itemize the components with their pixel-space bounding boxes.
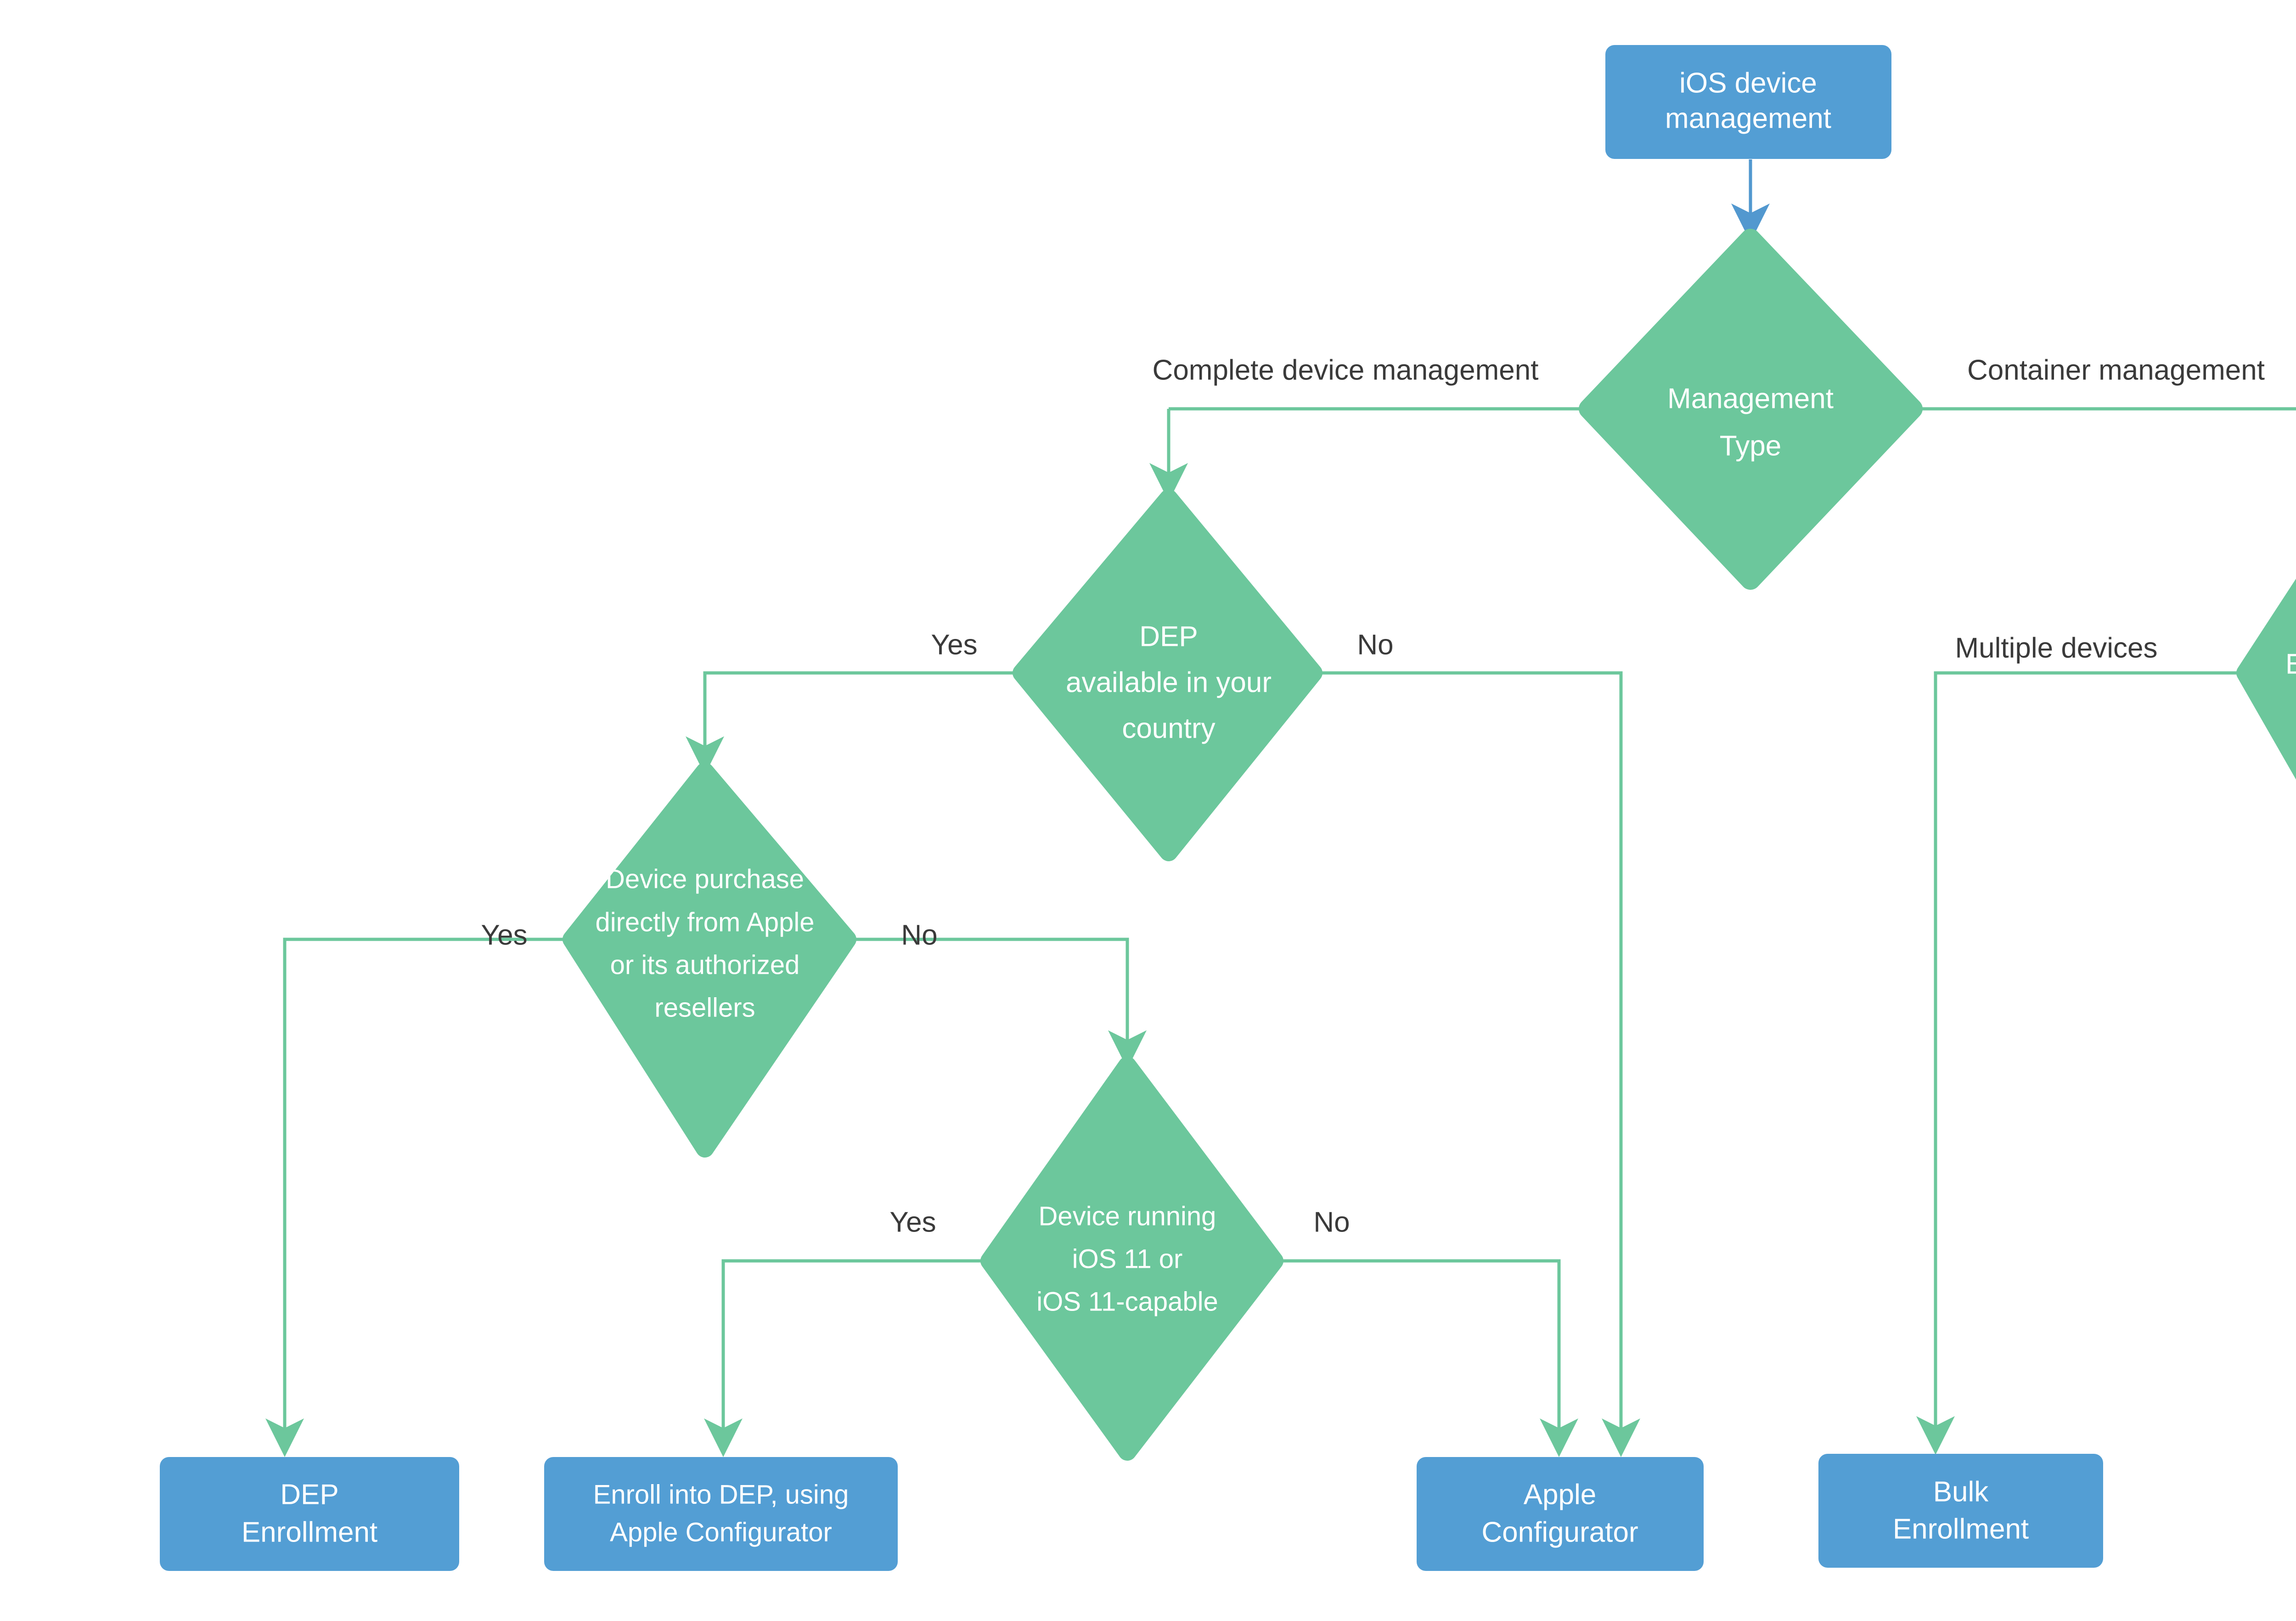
node-label-root-line2: management (1665, 102, 1831, 134)
node-label-dep-enrollment-line2: Enrollment (242, 1516, 377, 1548)
edge-label-yes-ios11: Yes (889, 1206, 936, 1238)
node-label-bulk-enrollment-line2: Enrollment (1893, 1513, 2029, 1545)
node-label-purchase-line2: directly from Apple (595, 907, 814, 937)
node-device-running-ios-11[interactable]: Device running iOS 11 or iOS 11-capable (980, 1056, 1283, 1461)
connector-ios11-no-to-apple-configurator (1274, 1259, 1578, 1457)
node-label-root-line1: iOS device (1679, 67, 1817, 99)
node-label-enroll-dep-ac-line2: Apple Configurator (610, 1517, 832, 1547)
node-management-type[interactable]: Management Type (1579, 229, 1923, 590)
node-dep-available-in-your-country[interactable]: DEP available in your country (1013, 489, 1322, 861)
connector-dep-no-to-apple-configurator (1313, 671, 1640, 1457)
connector-ios11-yes-to-enroll-dep (704, 1259, 990, 1457)
node-shape-apple-configurator[interactable] (1417, 1457, 1704, 1571)
node-ios-device-management[interactable]: iOS device management (1605, 45, 1891, 159)
node-shape-enrollment-type[interactable] (2236, 508, 2296, 861)
node-shape-device-purchase[interactable] (563, 762, 856, 1158)
node-shape-ios11[interactable] (980, 1056, 1283, 1461)
connector-purchase-yes-to-dep-enrollment (265, 938, 572, 1457)
node-label-dep-line3: country (1122, 712, 1215, 744)
connector-layer (265, 159, 2296, 1457)
edge-label-yes-dep-country: Yes (931, 629, 977, 661)
connector-dep-yes-to-device-purchase (686, 671, 1022, 775)
node-label-apple-configurator-line2: Configurator (1481, 1516, 1638, 1548)
node-label-mgmt-line2: Type (1720, 430, 1781, 462)
node-label-purchase-line3: or its authorized (610, 950, 800, 980)
edge-label-multiple-devices: Multiple devices (1955, 632, 2157, 664)
node-label-dep-line1: DEP (1139, 621, 1198, 652)
node-label-bulk-enrollment-line1: Bulk (1933, 1476, 1989, 1508)
node-label-purchase-line1: Device purchase (606, 864, 804, 894)
node-label-apple-configurator-line1: Apple (1524, 1479, 1597, 1510)
node-shape-dep-available[interactable] (1013, 489, 1322, 861)
node-label-purchase-line4: resellers (654, 993, 755, 1022)
node-label-enroll-line1: Enrollment (2285, 648, 2296, 680)
node-enrollment-type[interactable]: Enrollment Type (2236, 508, 2296, 861)
node-apple-configurator[interactable]: Apple Configurator (1417, 1457, 1704, 1571)
node-device-purchase-from-apple[interactable]: Device purchase directly from Apple or i… (563, 762, 856, 1158)
edge-label-no-ios11: No (1313, 1206, 1350, 1238)
edge-label-no-dep-country: No (1357, 629, 1393, 661)
node-shape-enroll-dep-ac[interactable] (544, 1457, 898, 1571)
edge-label-complete-device-management: Complete device management (1153, 354, 1539, 386)
edge-label-no-device-purchase: No (901, 919, 937, 951)
node-dep-enrollment[interactable]: DEP Enrollment (160, 1457, 459, 1571)
edge-label-layer: Complete device management Container man… (481, 354, 2265, 1238)
edge-label-container-management: Container management (1967, 354, 2265, 386)
node-label-dep-line2: available in your (1066, 666, 1272, 698)
node-label-ios11-line3: iOS 11-capable (1036, 1287, 1218, 1316)
node-shape-management-type[interactable] (1579, 229, 1923, 590)
node-bulk-enrollment[interactable]: Bulk Enrollment (1818, 1454, 2103, 1568)
node-label-dep-enrollment-line1: DEP (280, 1479, 338, 1510)
node-shape-bulk-enrollment[interactable] (1818, 1454, 2103, 1568)
node-shape-root[interactable] (1605, 45, 1891, 159)
node-enroll-into-dep-using-apple-configurator[interactable]: Enroll into DEP, using Apple Configurato… (544, 1457, 898, 1571)
connector-purchase-no-to-ios11 (847, 938, 1147, 1069)
node-label-ios11-line2: iOS 11 or (1072, 1244, 1183, 1274)
node-label-ios11-line1: Device running (1039, 1201, 1216, 1231)
node-shape-dep-enrollment[interactable] (160, 1457, 459, 1571)
node-label-mgmt-line1: Management (1667, 383, 1834, 414)
edge-label-yes-device-purchase: Yes (481, 919, 527, 951)
connector-multiple-devices-to-bulk-enrollment (1916, 671, 2245, 1455)
node-label-enroll-dep-ac-line1: Enroll into DEP, using (593, 1480, 849, 1509)
